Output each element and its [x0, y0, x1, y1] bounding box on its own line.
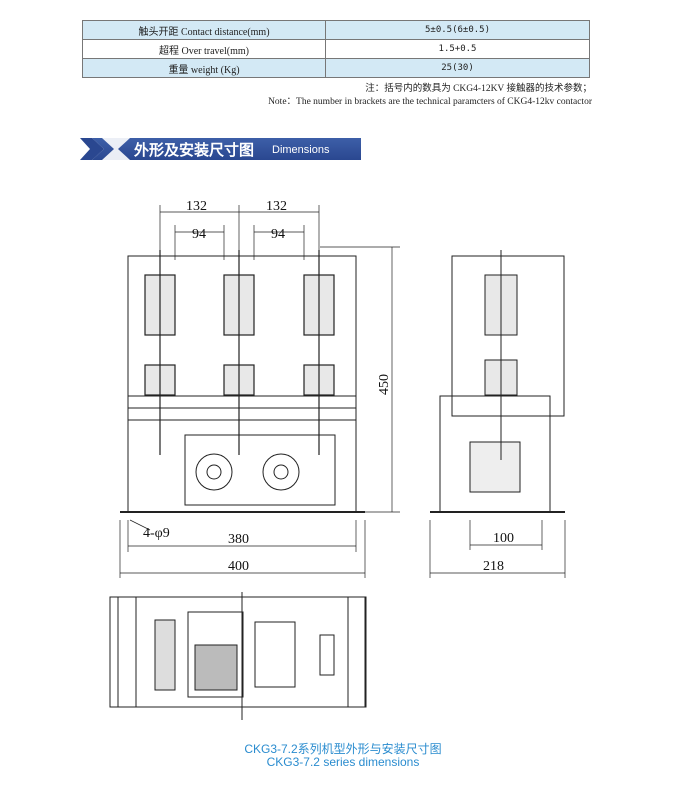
- spec-value: 5±0.5(6±0.5): [325, 20, 590, 40]
- dim-132-right: 132: [266, 199, 287, 214]
- table-row: 重量 weight (Kg)25(30): [82, 58, 590, 78]
- caption-en: CKG3-7.2 series dimensions: [266, 755, 420, 769]
- side-view: [430, 250, 565, 513]
- side-dimension-lines: [429, 520, 566, 578]
- table-row: 触头开距 Contact distance(mm)5±0.5(6±0.5): [82, 20, 590, 40]
- caption-zh: CKG3-7.2系列机型外形与安装尺寸图: [244, 742, 442, 756]
- banner-arrow-icon: [80, 138, 130, 160]
- note-en: Note：The number in brackets are the tech…: [268, 97, 592, 107]
- dim-94-right: 94: [271, 227, 285, 242]
- section-banner: 外形及安装尺寸图 Dimensions: [80, 138, 361, 160]
- spec-value: 25(30): [325, 58, 590, 78]
- note-zh: 注：括号内的数具为 CKG4-12KV 接触器的技术参数；: [365, 84, 592, 94]
- dimension-labels: 132 132 94 94 450 4-φ9 380 400 100 218: [143, 199, 514, 574]
- dim-132-left: 132: [186, 199, 207, 214]
- spec-table: 触头开距 Contact distance(mm)5±0.5(6±0.5) 超程…: [82, 20, 590, 78]
- dim-100: 100: [493, 531, 514, 546]
- bottom-view: [109, 592, 367, 720]
- section-title-en: Dimensions: [272, 144, 330, 156]
- front-view: [120, 250, 365, 513]
- spec-label: 重量 weight (Kg): [82, 58, 326, 78]
- dim-94-left: 94: [192, 227, 206, 242]
- dim-holes: 4-φ9: [143, 526, 170, 541]
- section-title: 外形及安装尺寸图: [134, 141, 255, 159]
- dim-218: 218: [483, 559, 504, 574]
- dim-380: 380: [228, 532, 249, 547]
- dim-450: 450: [377, 374, 392, 395]
- spec-label: 触头开距 Contact distance(mm): [82, 20, 326, 40]
- front-dimension-lines: [119, 205, 400, 578]
- dim-400: 400: [228, 559, 249, 574]
